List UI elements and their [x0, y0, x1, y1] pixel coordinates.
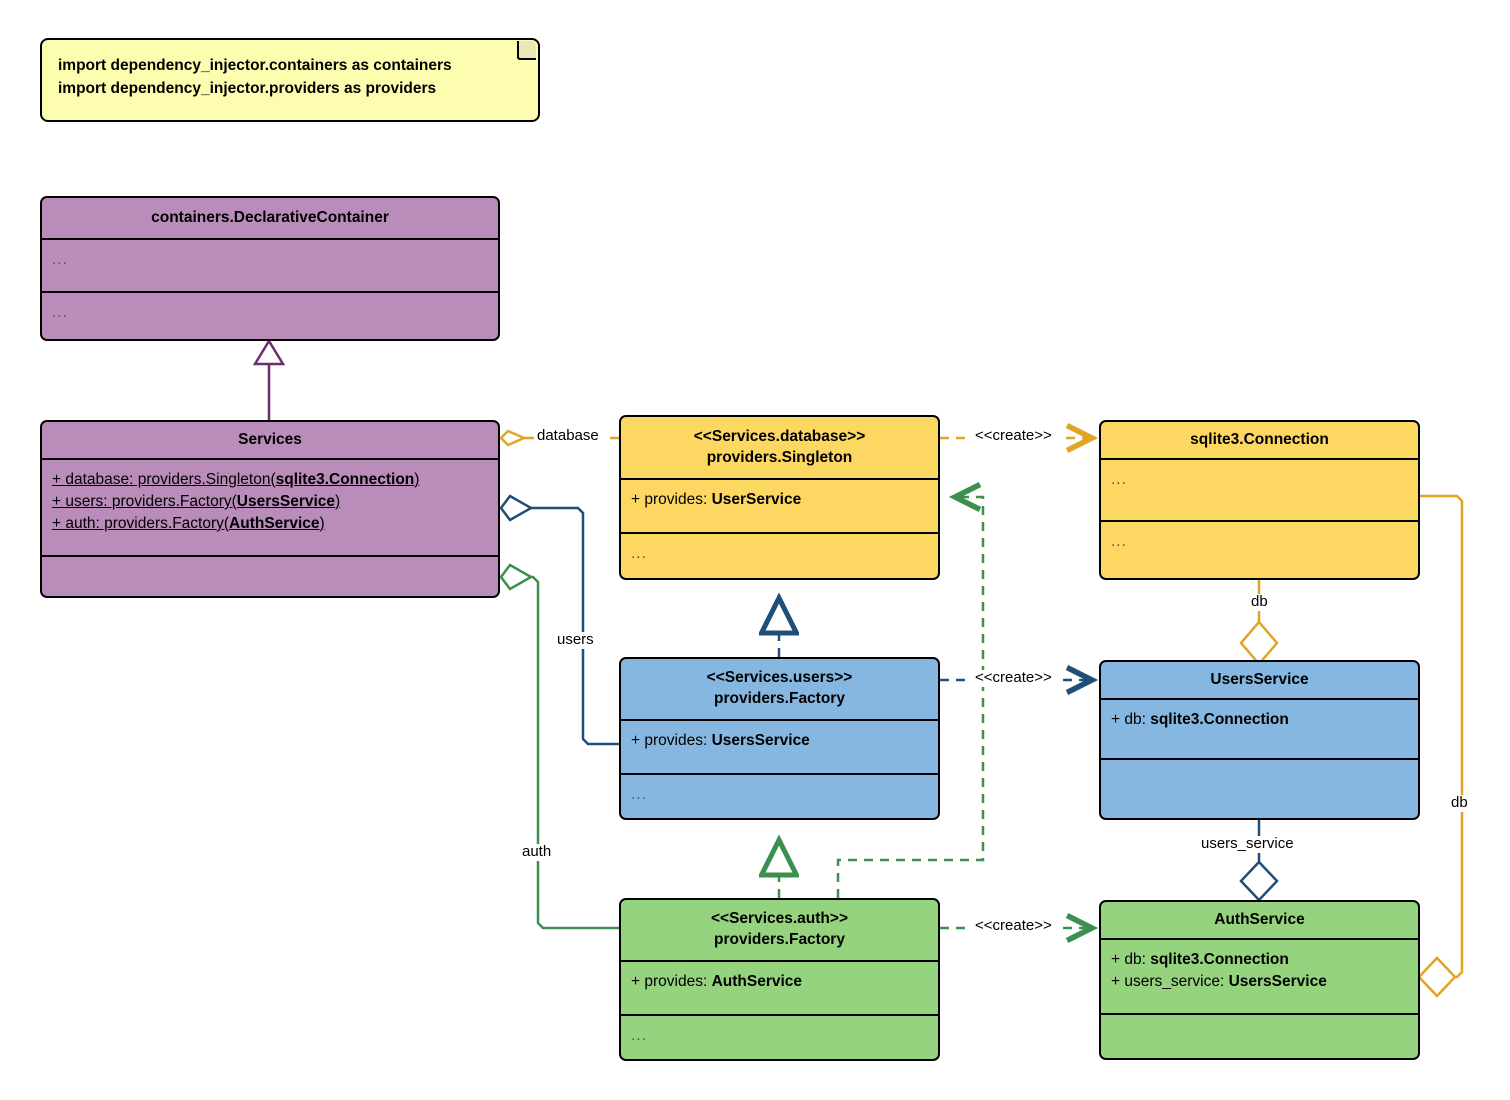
- attributes-compartment: + database: providers.Singleton(sqlite3.…: [42, 460, 498, 555]
- class-usersservice[interactable]: UsersService + db: sqlite3.Connection: [1099, 660, 1420, 820]
- class-name: UsersService: [1210, 670, 1309, 688]
- operations-compartment: ...: [621, 1014, 938, 1059]
- operations-compartment: ...: [621, 773, 938, 818]
- attributes-compartment: + provides: UsersService: [621, 721, 938, 773]
- edge-label-users: users: [554, 631, 597, 649]
- class-header: AuthService: [1101, 902, 1418, 940]
- attribute-provides: + provides: AuthService: [631, 971, 928, 993]
- attribute-type: UserService: [711, 491, 802, 508]
- operations-compartment: [1101, 1013, 1418, 1058]
- operations-compartment: ...: [621, 532, 938, 578]
- edge-aggregation-users-service: [1239, 820, 1279, 902]
- edge-label-database: database: [534, 427, 602, 445]
- edge-label-create-auth: <<create>>: [972, 917, 1055, 935]
- attribute-db: + db: sqlite3.Connection: [1111, 709, 1408, 731]
- attribute-type: UsersService: [236, 493, 336, 510]
- attribute-ellipsis: ...: [1111, 471, 1127, 488]
- edge-label-create-database: <<create>>: [972, 427, 1055, 445]
- attribute-prefix: + provides:: [631, 491, 712, 508]
- note-line-2: import dependency_injector.providers as …: [58, 80, 437, 98]
- attribute-auth: + auth: providers.Factory(AuthService): [52, 513, 488, 535]
- edge-aggregation-db-auth: [1417, 494, 1464, 998]
- attribute-suffix: ): [414, 471, 420, 488]
- note-fold-corner: [517, 41, 536, 60]
- edge-aggregation-auth: [499, 563, 619, 930]
- operations-compartment: ...: [42, 291, 498, 339]
- attribute-prefix: + database: providers.Singleton(: [52, 471, 276, 488]
- class-name: providers.Singleton: [706, 448, 853, 466]
- class-stereotype: <<Services.database>>: [693, 427, 866, 445]
- edge-label-users-service: users_service: [1198, 835, 1297, 853]
- edge-aggregation-users: [499, 494, 619, 746]
- operations-compartment: [1101, 758, 1418, 818]
- class-header: sqlite3.Connection: [1101, 422, 1418, 460]
- class-name: containers.DeclarativeContainer: [151, 208, 389, 226]
- attributes-compartment: + provides: UserService: [621, 480, 938, 532]
- attributes-compartment: + db: sqlite3.Connection: [1101, 700, 1418, 758]
- class-header: <<Services.database>> providers.Singleto…: [621, 417, 938, 480]
- class-header: <<Services.auth>> providers.Factory: [621, 900, 938, 962]
- attribute-suffix: ): [319, 515, 325, 532]
- operation-ellipsis: ...: [52, 304, 68, 321]
- attribute-type: UsersService: [711, 732, 810, 749]
- class-name: providers.Factory: [714, 690, 845, 707]
- attributes-compartment: ...: [42, 240, 498, 291]
- class-containers-declarativecontainer[interactable]: containers.DeclarativeContainer ... ...: [40, 196, 500, 341]
- class-name: providers.Factory: [714, 931, 845, 948]
- note-line-1: import dependency_injector.containers as…: [58, 57, 452, 74]
- class-header: UsersService: [1101, 662, 1418, 700]
- attribute-provides: + provides: UserService: [631, 489, 928, 511]
- attribute-prefix: + users: providers.Factory(: [52, 493, 237, 510]
- attribute-prefix: + db:: [1111, 711, 1151, 728]
- operation-ellipsis: ...: [1111, 533, 1127, 550]
- attributes-compartment: + db: sqlite3.Connection + users_service…: [1101, 940, 1418, 1013]
- attribute-db: + db: sqlite3.Connection: [1111, 949, 1408, 971]
- operations-compartment: ...: [1101, 520, 1418, 578]
- attribute-type: sqlite3.Connection: [1150, 951, 1289, 968]
- class-header: containers.DeclarativeContainer: [42, 198, 498, 240]
- class-services-database-provider[interactable]: <<Services.database>> providers.Singleto…: [619, 415, 940, 580]
- attribute-type: AuthService: [229, 515, 320, 532]
- attribute-suffix: ): [335, 493, 341, 510]
- attributes-compartment: + provides: AuthService: [621, 962, 938, 1014]
- attribute-type: AuthService: [711, 973, 803, 990]
- class-services-auth-provider[interactable]: <<Services.auth>> providers.Factory + pr…: [619, 898, 940, 1061]
- class-sqlite3-connection[interactable]: sqlite3.Connection ... ...: [1099, 420, 1420, 580]
- attribute-prefix: + auth: providers.Factory(: [52, 515, 230, 532]
- import-note: import dependency_injector.containers as…: [40, 38, 540, 122]
- class-header: Services: [42, 422, 498, 460]
- attribute-users: + users: providers.Factory(UsersService): [52, 491, 488, 513]
- class-name: Services: [238, 430, 302, 448]
- operations-compartment: [42, 555, 498, 596]
- edge-label-create-users: <<create>>: [972, 669, 1055, 687]
- class-name: AuthService: [1214, 910, 1305, 928]
- attribute-users-service: + users_service: UsersService: [1111, 971, 1408, 993]
- attribute-ellipsis: ...: [52, 251, 68, 268]
- class-header: <<Services.users>> providers.Factory: [621, 659, 938, 721]
- attribute-database: + database: providers.Singleton(sqlite3.…: [52, 469, 488, 491]
- attribute-prefix: + provides:: [631, 732, 712, 749]
- edge-label-db-users: db: [1248, 593, 1271, 611]
- attribute-type: sqlite3.Connection: [275, 471, 415, 488]
- attribute-type: UsersService: [1228, 973, 1327, 990]
- edge-generalization-services-container: [252, 338, 286, 420]
- class-name: sqlite3.Connection: [1190, 430, 1329, 448]
- attributes-compartment: ...: [1101, 460, 1418, 520]
- operation-ellipsis: ...: [631, 786, 647, 803]
- class-services[interactable]: Services + database: providers.Singleton…: [40, 420, 500, 598]
- class-services-users-provider[interactable]: <<Services.users>> providers.Factory + p…: [619, 657, 940, 820]
- class-stereotype: <<Services.auth>>: [710, 910, 848, 928]
- attribute-prefix: + provides:: [631, 973, 712, 990]
- class-authservice[interactable]: AuthService + db: sqlite3.Connection + u…: [1099, 900, 1420, 1060]
- attribute-prefix: + users_service:: [1111, 973, 1229, 990]
- attribute-type: sqlite3.Connection: [1150, 711, 1289, 728]
- edge-label-auth: auth: [519, 843, 555, 861]
- class-stereotype: <<Services.users>>: [706, 669, 853, 687]
- attribute-prefix: + db:: [1111, 951, 1151, 968]
- operation-ellipsis: ...: [631, 1027, 647, 1044]
- operation-ellipsis: ...: [631, 545, 647, 562]
- edge-label-db-auth: db: [1448, 794, 1471, 812]
- attribute-provides: + provides: UsersService: [631, 730, 928, 752]
